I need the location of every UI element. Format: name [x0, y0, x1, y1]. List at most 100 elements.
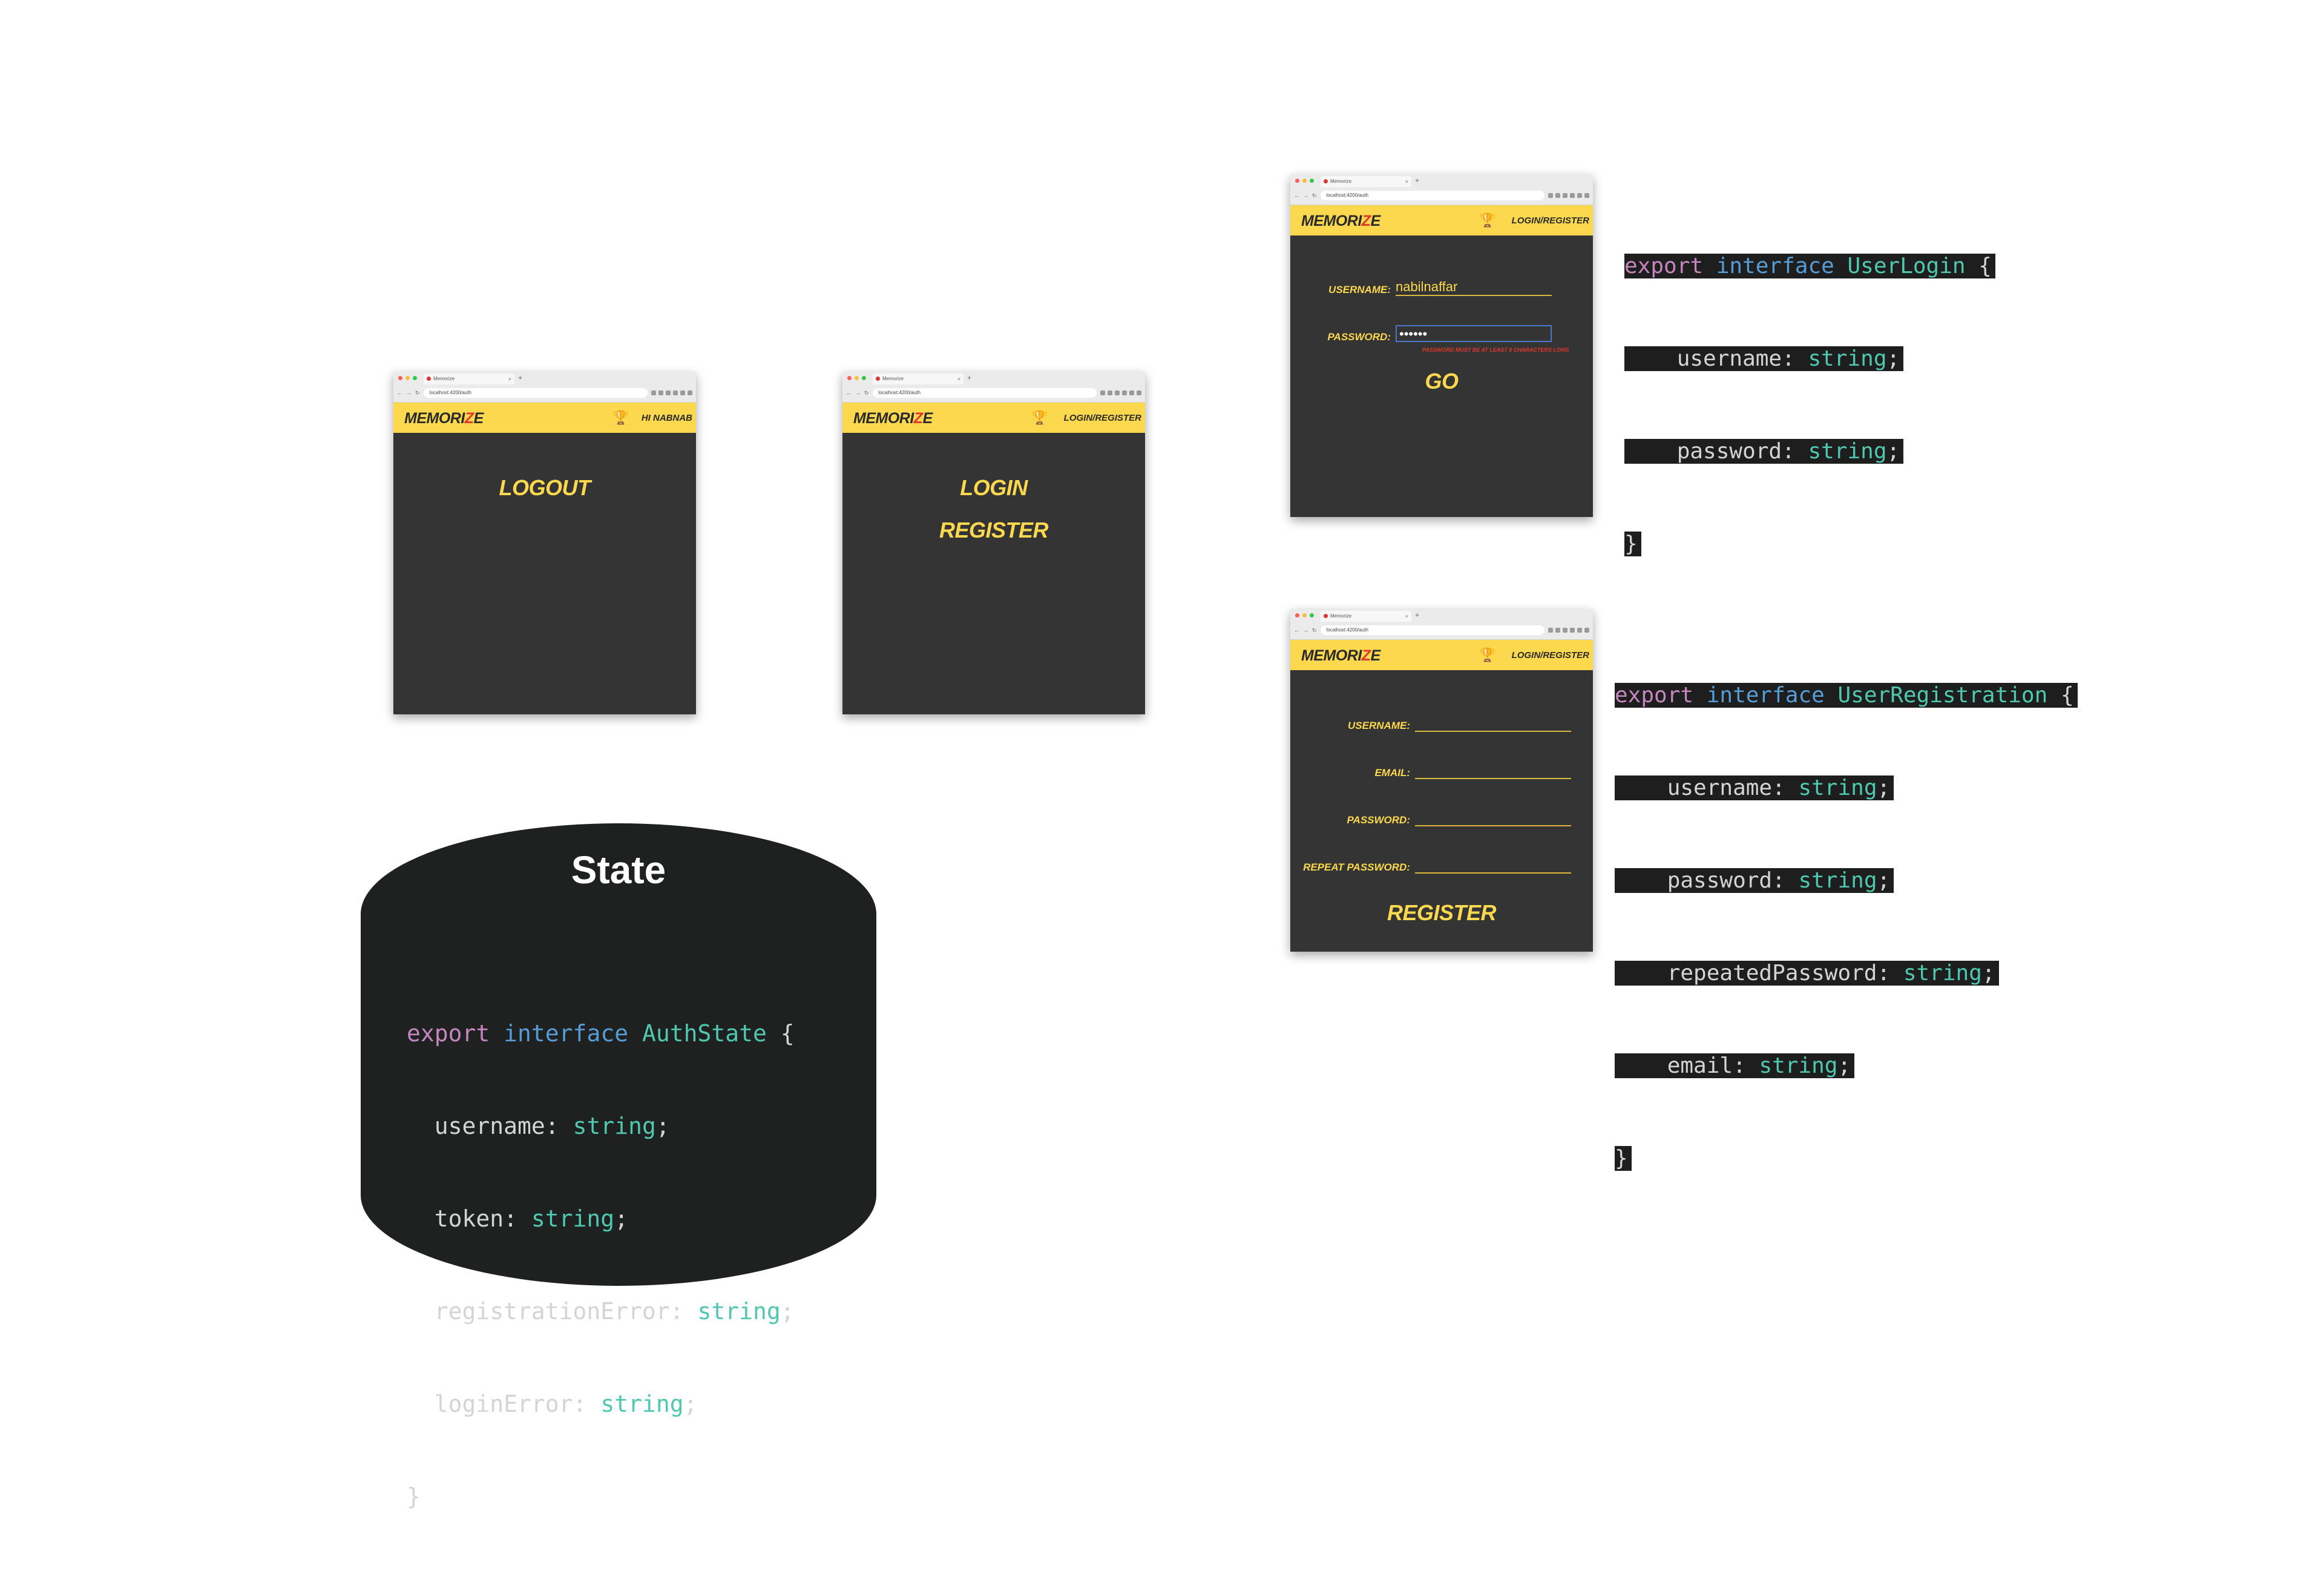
browser-window-login-form: Memorize× + ← → ↻ localhost:4200/auth MEMO… [1290, 174, 1593, 517]
extension-icons[interactable] [1548, 193, 1589, 198]
cylinder-shape [361, 823, 876, 1286]
register-button[interactable]: REGISTER [1387, 900, 1497, 925]
forward-icon[interactable]: → [855, 390, 861, 396]
forward-icon[interactable]: → [1303, 627, 1308, 633]
brand-logo[interactable]: MEMORIZE [853, 410, 933, 427]
close-dot-icon[interactable] [398, 376, 402, 380]
extension-icons[interactable] [651, 390, 692, 395]
reload-icon[interactable]: ↻ [864, 389, 869, 396]
extension-icons[interactable] [1100, 390, 1141, 395]
browser-chrome: Memorize × + ←→↻ localhost:4200/auth [842, 372, 1145, 403]
browser-tab[interactable]: Memorize× [1321, 611, 1411, 622]
url-input[interactable]: localhost:4200/auth [1320, 191, 1544, 200]
maximize-dot-icon[interactable] [413, 376, 417, 380]
favicon-icon [427, 377, 431, 381]
register-link[interactable]: REGISTER [939, 518, 1049, 542]
tab-title: Memorize [882, 376, 904, 381]
close-dot-icon[interactable] [1295, 613, 1299, 617]
brand-suffix: E [1370, 212, 1381, 229]
login-register-link[interactable]: LOGIN/REGISTER [1063, 413, 1141, 423]
tab-close-icon[interactable]: × [957, 376, 960, 382]
brand-logo[interactable]: MEMORIZE [1301, 212, 1380, 230]
minimize-dot-icon[interactable] [855, 376, 859, 380]
new-tab-icon[interactable]: + [1415, 176, 1420, 185]
back-icon[interactable]: ← [397, 390, 402, 396]
user-greeting[interactable]: HI NABNAB [641, 413, 692, 423]
extension-icons[interactable] [1548, 628, 1589, 633]
back-icon[interactable]: ← [1294, 193, 1299, 199]
back-icon[interactable]: ← [846, 390, 852, 396]
code-line: } [1615, 1143, 2078, 1174]
maximize-dot-icon[interactable] [862, 376, 866, 380]
window-controls[interactable] [398, 376, 417, 380]
repeat-password-input[interactable] [1415, 857, 1571, 874]
trophy-icon[interactable]: 🏆 [1479, 647, 1496, 662]
brand-suffix: E [473, 410, 484, 427]
window-controls[interactable] [1295, 613, 1314, 617]
trophy-icon[interactable]: 🏆 [1031, 410, 1048, 425]
window-controls[interactable] [847, 376, 866, 380]
tab-close-icon[interactable]: × [1405, 613, 1408, 619]
repeat-password-label: REPEAT PASSWORD: [1303, 861, 1410, 873]
forward-icon[interactable]: → [1303, 193, 1308, 199]
login-link[interactable]: LOGIN [960, 475, 1028, 500]
forward-icon[interactable]: → [406, 390, 412, 396]
browser-tab[interactable]: Memorize× [424, 374, 514, 384]
brand-logo[interactable]: MEMORIZE [404, 410, 484, 427]
auth-state-code: export interface AuthState { username: s… [407, 957, 795, 1574]
url-input[interactable]: localhost:4200/auth [872, 388, 1097, 398]
password-input[interactable]: •••••• [1396, 325, 1552, 342]
app-header: MEMORIZE 🏆 LOGIN/REGISTER [842, 403, 1145, 433]
browser-tab[interactable]: Memorize× [1321, 176, 1411, 187]
favicon-icon [876, 377, 880, 381]
close-dot-icon[interactable] [1295, 179, 1299, 183]
email-input[interactable] [1415, 762, 1571, 779]
minimize-dot-icon[interactable] [1302, 179, 1307, 183]
new-tab-icon[interactable]: + [518, 374, 523, 382]
username-input[interactable] [1415, 715, 1571, 732]
reload-icon[interactable]: ↻ [415, 389, 420, 396]
close-dot-icon[interactable] [847, 376, 852, 380]
field-type: string [1808, 346, 1887, 371]
field-name: registrationError [434, 1298, 670, 1325]
login-register-link[interactable]: LOGIN/REGISTER [1511, 650, 1589, 660]
username-input[interactable]: nabilnaffar [1396, 279, 1552, 296]
reload-icon[interactable]: ↻ [1312, 627, 1317, 633]
logout-link[interactable]: LOGOUT [499, 475, 591, 500]
trophy-icon[interactable]: 🏆 [1479, 212, 1496, 228]
minimize-dot-icon[interactable] [1302, 613, 1307, 617]
maximize-dot-icon[interactable] [1310, 179, 1314, 183]
field-name: username [1667, 775, 1773, 800]
minimize-dot-icon[interactable] [405, 376, 410, 380]
brand-prefix: MEMORI [404, 410, 465, 427]
tab-close-icon[interactable]: × [508, 376, 511, 382]
tab-close-icon[interactable]: × [1405, 179, 1408, 185]
login-register-link[interactable]: LOGIN/REGISTER [1511, 216, 1589, 226]
new-tab-icon[interactable]: + [1415, 611, 1420, 619]
maximize-dot-icon[interactable] [1310, 613, 1314, 617]
password-input[interactable] [1415, 809, 1571, 826]
field-type: string [531, 1205, 615, 1232]
reload-icon[interactable]: ↻ [1312, 192, 1317, 199]
window-controls[interactable] [1295, 179, 1314, 183]
trophy-icon[interactable]: 🏆 [612, 410, 629, 425]
url-input[interactable]: localhost:4200/auth [423, 388, 648, 398]
field-name: email [1667, 1053, 1733, 1078]
brand-suffix: E [922, 410, 933, 427]
brand-logo[interactable]: MEMORIZE [1301, 647, 1380, 665]
browser-chrome: Memorize× + ← →↻ localhost:4200/auth [393, 372, 696, 403]
address-bar: ← → ↻ localhost:4200/auth [1294, 190, 1589, 201]
address-bar: ← → ↻ localhost:4200/auth [1294, 625, 1589, 636]
field-type: string [1798, 775, 1877, 800]
brand-prefix: MEMORI [1301, 647, 1362, 664]
browser-window-logged-in: Memorize× + ← →↻ localhost:4200/auth MEMO… [393, 372, 696, 714]
app-header: MEMORIZE 🏆 LOGIN/REGISTER [1290, 205, 1593, 235]
new-tab-icon[interactable]: + [967, 374, 972, 382]
back-icon[interactable]: ← [1294, 627, 1299, 633]
code-line: } [1624, 529, 1995, 559]
go-button[interactable]: GO [1425, 369, 1459, 394]
keyword-export: export [1624, 254, 1704, 278]
favicon-icon [1324, 614, 1328, 618]
url-input[interactable]: localhost:4200/auth [1320, 625, 1544, 635]
browser-tab[interactable]: Memorize × [873, 374, 963, 384]
